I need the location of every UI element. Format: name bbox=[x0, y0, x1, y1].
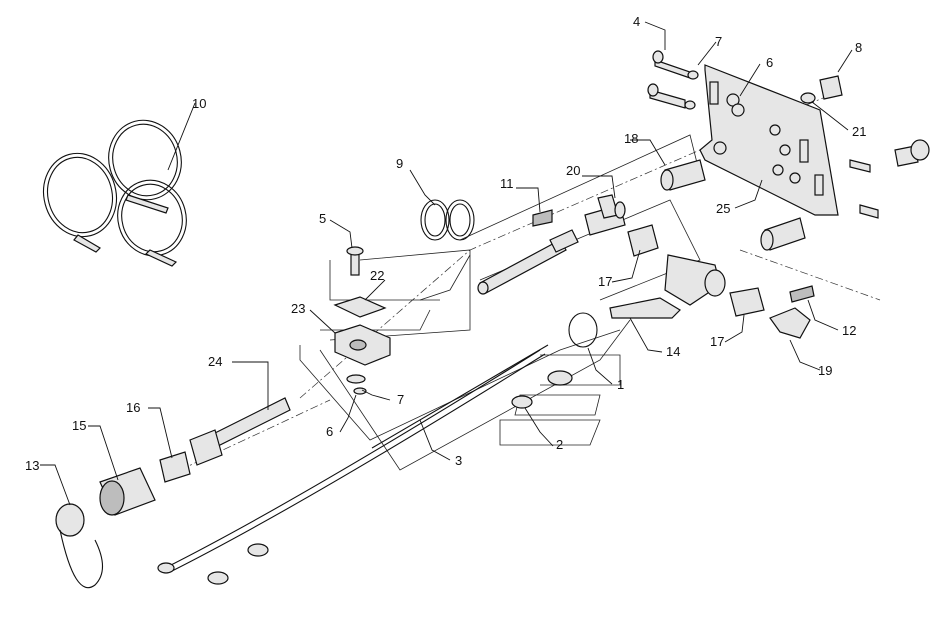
bracket-part-25 bbox=[647, 50, 930, 219]
callout-16: 16 bbox=[126, 400, 140, 415]
callout-25: 25 bbox=[716, 201, 730, 216]
callout-8: 8 bbox=[855, 40, 862, 55]
callout-23: 23 bbox=[291, 301, 305, 316]
callout-17-fitting: 17 bbox=[710, 334, 724, 349]
callout-20: 20 bbox=[566, 163, 580, 178]
callout-18: 18 bbox=[624, 131, 638, 146]
callout-2: 2 bbox=[556, 437, 563, 452]
callout-4: 4 bbox=[633, 14, 640, 29]
callout-7-bracket: 7 bbox=[715, 34, 722, 49]
cable-part-3 bbox=[157, 344, 549, 574]
callout-17-valve: 17 bbox=[598, 274, 612, 289]
hose-part-11 bbox=[477, 209, 579, 295]
callout-13: 13 bbox=[25, 458, 39, 473]
callout-24: 24 bbox=[208, 354, 222, 369]
valve-body-part-17 bbox=[627, 224, 765, 317]
leader-lines bbox=[40, 21, 853, 506]
callout-21: 21 bbox=[852, 124, 866, 139]
callout-12: 12 bbox=[842, 323, 856, 338]
adapters-part-18 bbox=[660, 159, 806, 251]
callout-1: 1 bbox=[617, 377, 624, 392]
lever-part-14 bbox=[609, 297, 681, 319]
tee-fitting-part-20 bbox=[584, 194, 626, 236]
callout-3: 3 bbox=[455, 453, 462, 468]
callout-6-bracket: 6 bbox=[766, 55, 773, 70]
callout-7-clamp: 7 bbox=[397, 392, 404, 407]
cable-ties-part-10 bbox=[43, 119, 187, 267]
callout-19: 19 bbox=[818, 363, 832, 378]
callout-14: 14 bbox=[666, 344, 680, 359]
callout-5: 5 bbox=[319, 211, 326, 226]
callout-10: 10 bbox=[192, 96, 206, 111]
callout-15: 15 bbox=[72, 418, 86, 433]
callout-11: 11 bbox=[500, 176, 514, 191]
callout-labels: 1 2 3 4 5 6 6 7 7 8 9 10 11 12 13 14 15 … bbox=[25, 14, 866, 473]
callout-9: 9 bbox=[396, 156, 403, 171]
elbow-part-19 bbox=[769, 285, 815, 339]
ring-and-clips bbox=[207, 312, 598, 585]
callout-6-clamp: 6 bbox=[326, 424, 333, 439]
clamp-assembly bbox=[333, 246, 391, 395]
o-rings-part-9 bbox=[420, 199, 475, 241]
callout-22: 22 bbox=[370, 268, 384, 283]
